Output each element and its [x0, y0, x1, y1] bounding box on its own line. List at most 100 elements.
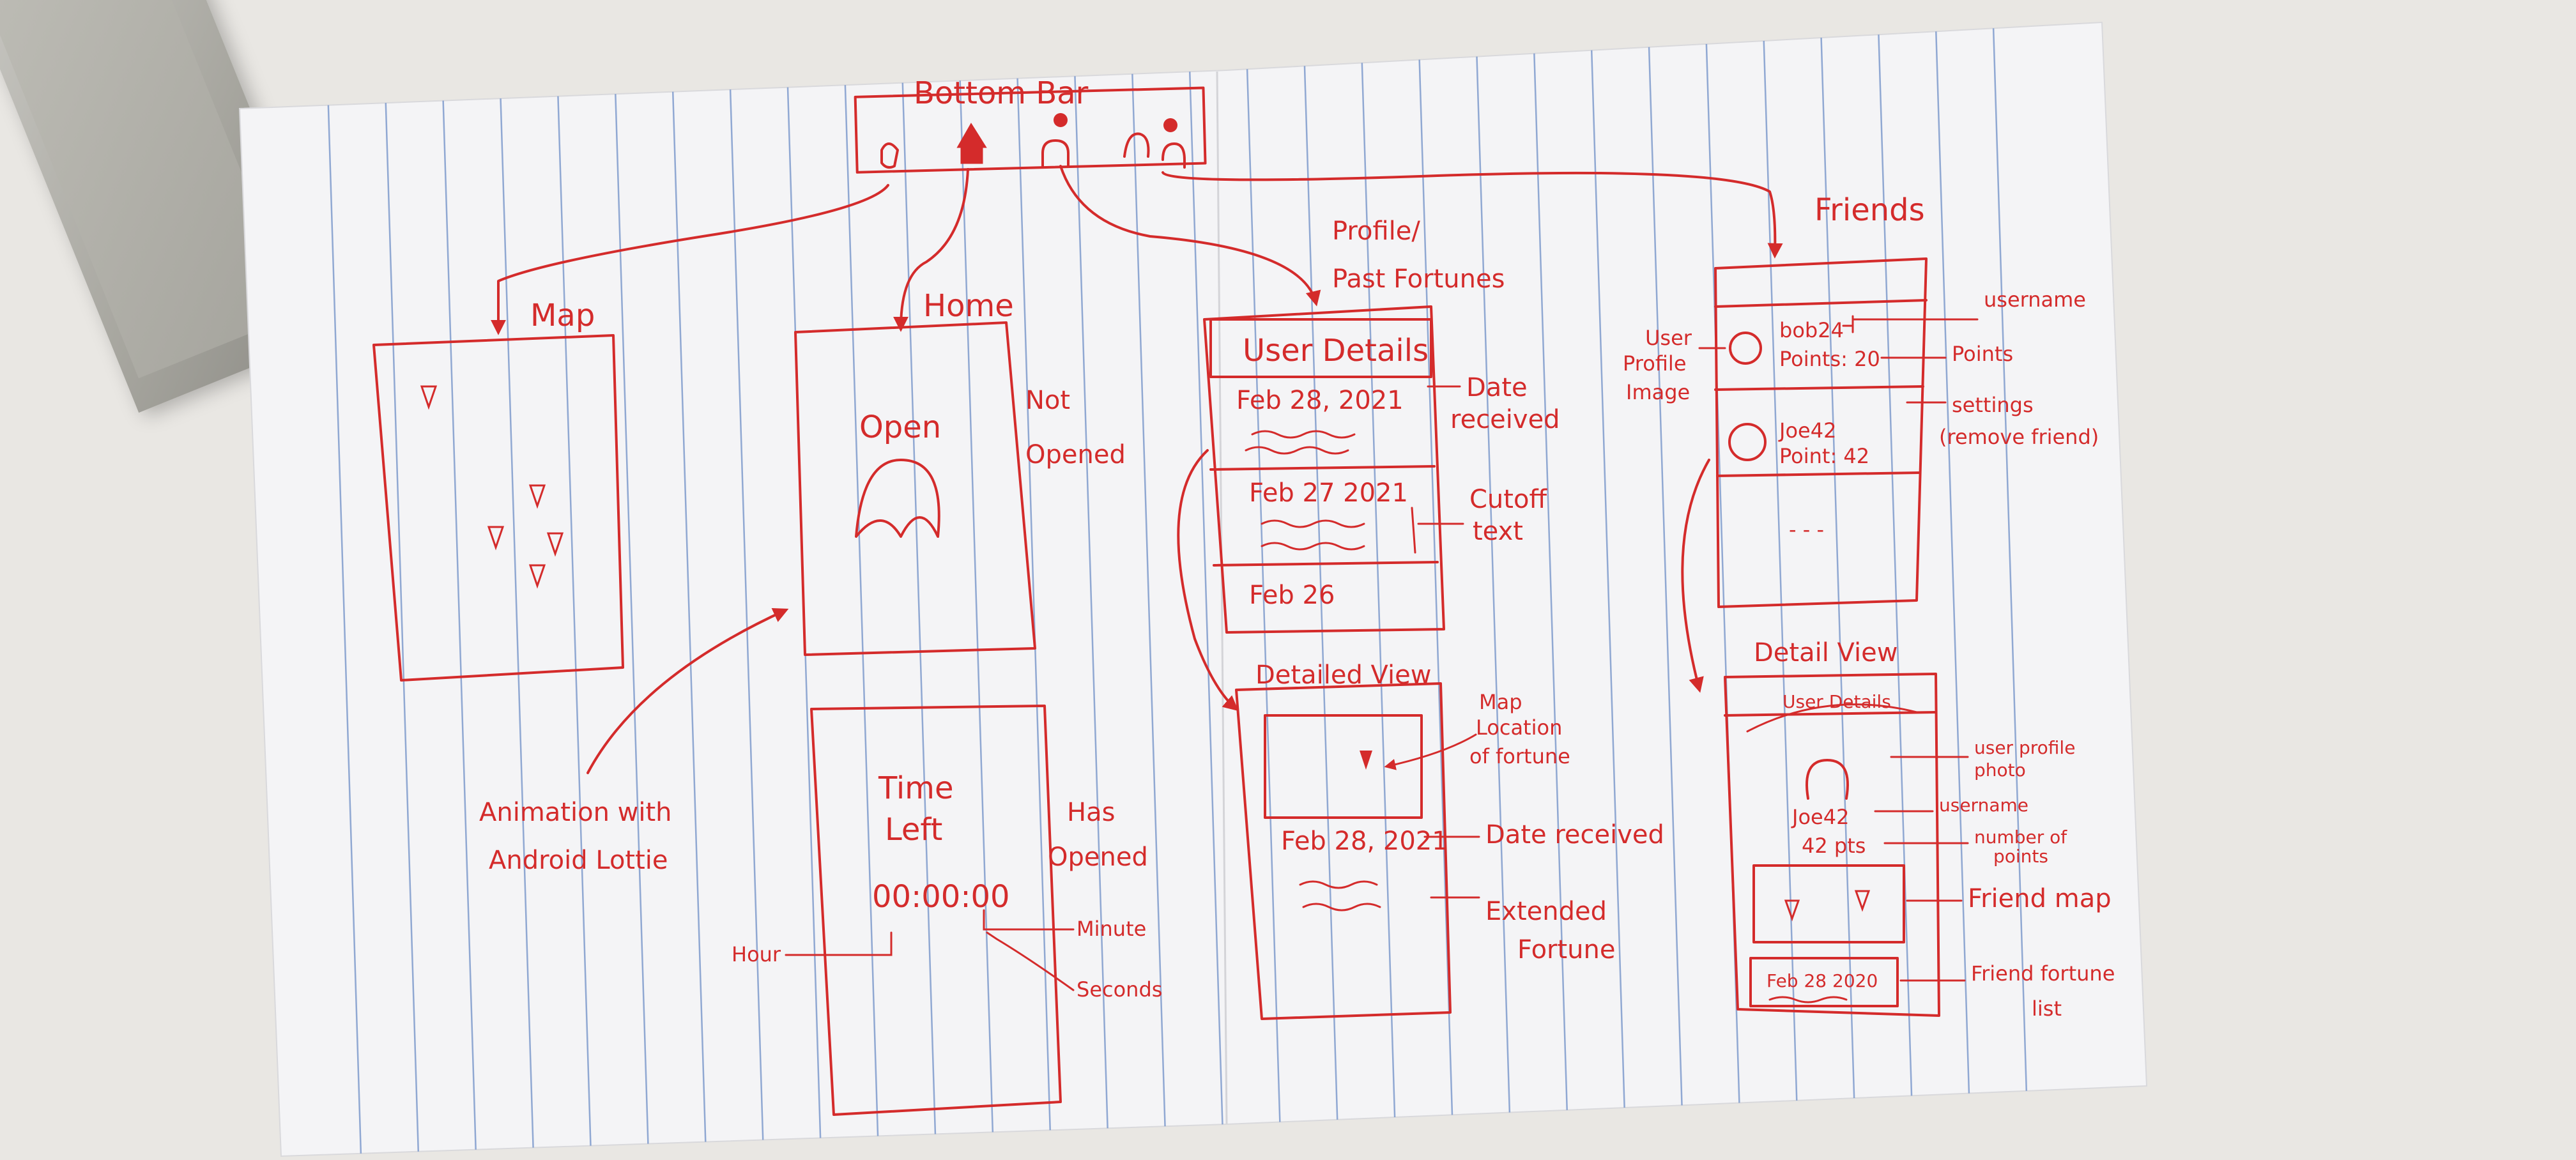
friends-divider-2 — [1716, 471, 1921, 477]
rule-line — [1647, 25, 1685, 1156]
friend-2-username: Joe42 — [1778, 418, 1836, 443]
paper-sheet — [238, 21, 2148, 1157]
rule-line — [1015, 25, 1052, 1156]
rule-line — [440, 25, 477, 1156]
rule-line — [957, 25, 995, 1156]
profile-entry-2-text — [1261, 519, 1365, 551]
rule-line — [727, 25, 765, 1156]
friend-fortune-text — [1768, 996, 1848, 1004]
arrow-profile-to-detail — [1177, 449, 1239, 712]
profile-detail-sketch: Detailed View Map Location of fortune Fe… — [1235, 660, 1664, 1020]
friend-username-note: username — [1939, 795, 2028, 816]
settings-note-line2: (remove friend) — [1939, 425, 2099, 449]
rule-line — [1360, 25, 1397, 1156]
seconds-label: Seconds — [1077, 977, 1162, 1002]
paper-fold — [1216, 71, 1228, 1125]
friends-tab-icon — [1123, 132, 1186, 169]
rule-line — [1935, 25, 1972, 1156]
rule-line — [900, 25, 937, 1156]
rule-line — [1590, 25, 1627, 1156]
has-opened-label-line2: Opened — [1048, 843, 1148, 872]
friends-screen-frame — [1714, 257, 1928, 608]
map-pin-1 — [420, 385, 438, 410]
friend-detail-user-details-scribble — [1746, 703, 1918, 733]
arrow-to-map — [491, 184, 889, 335]
profile-entry-2-date: Feb 27 2021 — [1249, 478, 1408, 508]
rule-line — [325, 25, 362, 1156]
friend-detail-map-box — [1752, 864, 1905, 943]
profile-entry-1-date: Feb 28, 2021 — [1236, 386, 1404, 415]
rule-line — [612, 25, 650, 1156]
map-location-note-line1: Map — [1479, 690, 1522, 714]
map-location-note-line3: of fortune — [1469, 744, 1570, 768]
detail-date: Feb 28, 2021 — [1281, 827, 1448, 856]
bottom-bar-box — [854, 86, 1207, 174]
animation-arrow — [586, 608, 789, 774]
friend-map-pin-2 — [1854, 890, 1871, 912]
friend-detail-user-details: User Details — [1782, 691, 1891, 712]
profile-screen-sketch: Profile/ Past Fortunes User Details Feb … — [1203, 217, 1560, 634]
friend-map-note: Friend map — [1968, 884, 2112, 913]
friend-2-points: Point: 42 — [1779, 444, 1869, 468]
not-opened-label: Not — [1025, 386, 1070, 415]
map-pin-2 — [528, 484, 546, 509]
time-left-label-line2: Left — [885, 812, 942, 848]
map-pin-5 — [528, 564, 546, 589]
rule-line — [1245, 25, 1282, 1156]
rule-line — [1475, 25, 1512, 1156]
fortune-cookie-sketch — [855, 459, 940, 538]
profile-divider-2 — [1213, 561, 1439, 567]
hour-label: Hour — [732, 942, 781, 966]
profile-screen-frame — [1203, 305, 1445, 634]
rule-line — [497, 25, 535, 1156]
friends-tab-head — [1163, 118, 1177, 132]
friend-fortune-list-box — [1749, 957, 1899, 1007]
settings-note-line1: settings — [1952, 393, 2034, 417]
friend-detail-header-line — [1724, 711, 1937, 717]
home-tab-icon — [956, 123, 987, 164]
rule-line — [1187, 25, 1225, 1156]
map-tab-icon — [880, 142, 899, 169]
arrow-to-profile — [1059, 165, 1321, 307]
home-screen-sketch: Home Open Not Opened Time Left 00:00:00 … — [732, 288, 1162, 1116]
animation-note-line1: Animation with — [479, 798, 672, 827]
profile-entry-1-text — [1245, 430, 1356, 455]
friend-map-pin-1 — [1784, 899, 1800, 922]
friend-detail-avatar — [1805, 759, 1849, 800]
date-received-note-line1: Date — [1466, 373, 1528, 402]
profile-tab-head — [1054, 113, 1068, 127]
friends-title: Friends — [1814, 192, 1925, 228]
friend-detail-sketch: Detail View User Details Joe42 42 pts Fe… — [1724, 638, 2115, 1021]
username-pointer — [1842, 315, 1979, 333]
not-opened-label-line2: Opened — [1025, 440, 1126, 469]
profile-tab-icon — [1041, 139, 1070, 167]
friends-ellipsis: - - - — [1789, 517, 1824, 542]
rule-line — [1532, 25, 1570, 1156]
map-title: Map — [530, 298, 595, 333]
number-of-points-note-line2: points — [1993, 846, 2048, 867]
rule-line — [1130, 25, 1167, 1156]
arrow-friends-to-detail — [1681, 459, 1710, 693]
friend-1-points: Points: 20 — [1779, 347, 1880, 371]
extended-fortune-note-line2: Fortune — [1517, 935, 1616, 965]
rule-line — [842, 25, 880, 1156]
friend-fortune-list-note-line2: list — [2032, 996, 2062, 1021]
map-screen-frame — [372, 334, 624, 682]
detail-map-pin — [1360, 751, 1372, 770]
map-pin-4 — [546, 532, 564, 557]
rule-line — [1302, 25, 1340, 1156]
friend-fortune-entry: Feb 28 2020 — [1767, 970, 1878, 991]
timer-value: 00:00:00 — [872, 879, 1010, 915]
detail-extended-text — [1299, 880, 1381, 912]
minute-label: Minute — [1077, 917, 1146, 941]
friends-divider-1 — [1714, 385, 1924, 391]
animation-note-line2: Android Lottie — [489, 846, 668, 875]
friend-detail-username: Joe42 — [1791, 805, 1849, 829]
arrow-to-friends — [1162, 171, 1783, 259]
detail-map-box — [1264, 714, 1423, 819]
user-profile-photo-note-line1: user profile — [1974, 737, 2075, 758]
cutoff-pointer — [1411, 507, 1464, 554]
rule-line — [670, 25, 707, 1156]
rule-line — [382, 25, 420, 1156]
user-profile-image-note-line3: Image — [1626, 380, 1690, 404]
